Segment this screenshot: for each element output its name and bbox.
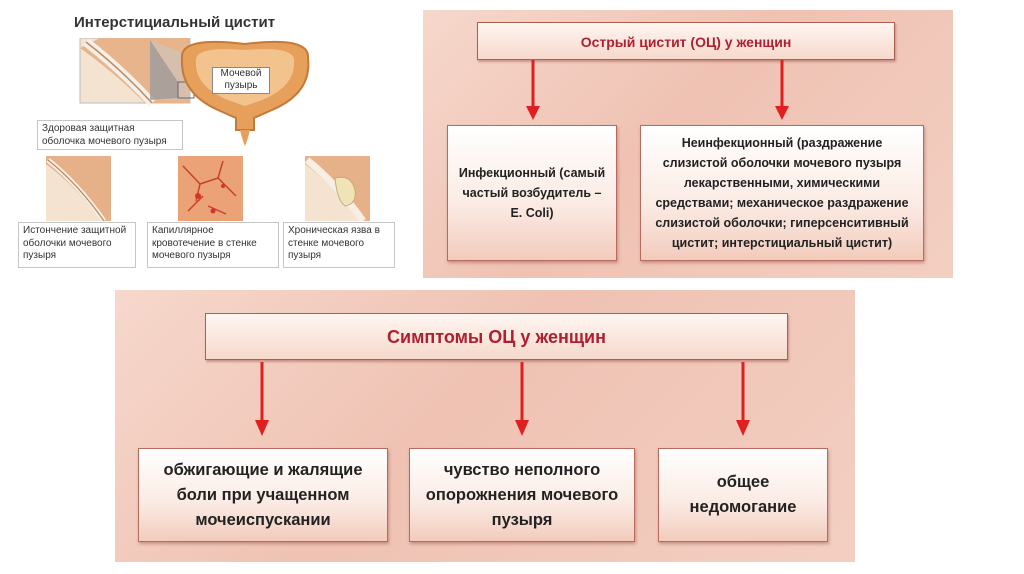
healthy-caption: Здоровая защитная оболочка мочевого пузы…	[37, 120, 183, 150]
noninfectious-box: Неинфекционный (раздражение слизистой об…	[640, 125, 924, 261]
stage-ulcer-image	[305, 156, 370, 221]
stage-caption-3: Хроническая язва в стенке мочевого пузыр…	[283, 222, 395, 268]
acute-arrows	[526, 60, 789, 120]
stage-caption-1: Истончение защитной оболочки мочевого пу…	[18, 222, 136, 268]
symptoms-arrows	[255, 362, 750, 436]
symptom-malaise: общее недомогание	[658, 448, 828, 542]
infectious-box: Инфекционный (самый частый возбудитель –…	[447, 125, 617, 261]
symptom-burning-pain: обжигающие и жалящие боли при учащенном …	[138, 448, 388, 542]
symptom-incomplete-emptying: чувство неполного опорожнения мочевого п…	[409, 448, 635, 542]
stage-bleeding-image	[178, 156, 243, 221]
stage-thinning-image	[46, 156, 111, 221]
symptoms-header: Симптомы ОЦ у женщин	[205, 313, 788, 360]
illustration-title: Интерстициальный цистит	[74, 14, 276, 31]
stage-caption-2: Капиллярное кровотечение в стенке мочево…	[147, 222, 279, 268]
acute-cystitis-header: Острый цистит (ОЦ) у женщин	[477, 22, 895, 60]
bladder-label: Мочевой пузырь	[212, 67, 270, 94]
